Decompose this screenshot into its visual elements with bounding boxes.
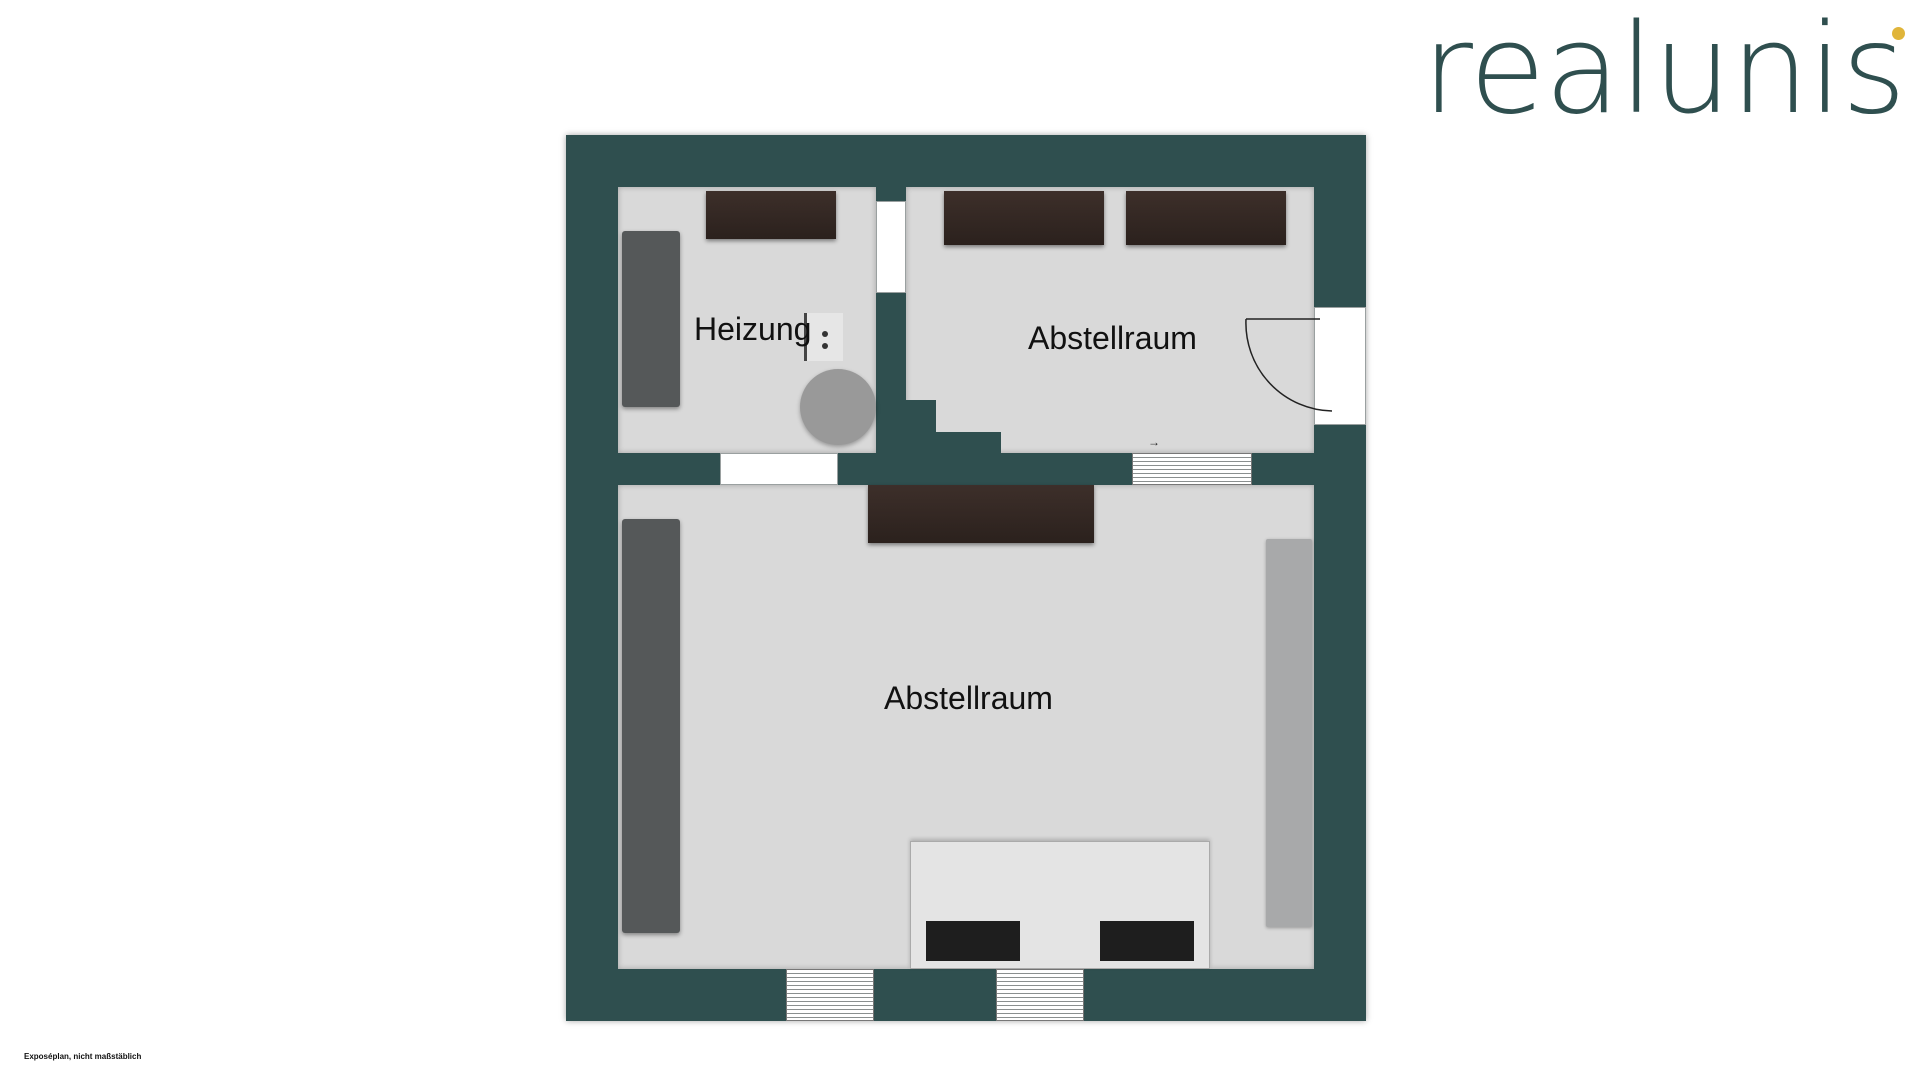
equipment-right xyxy=(1100,921,1194,961)
shelf-upper-1 xyxy=(944,191,1104,245)
footnote: Exposéplan, nicht maßstäblich xyxy=(24,1052,142,1061)
bench-heizung xyxy=(622,231,680,407)
tank-icon xyxy=(800,369,876,445)
window-south-1[interactable] xyxy=(786,969,874,1021)
room-label-abstellraum-lower: Abstellraum xyxy=(884,680,1053,716)
arrow-icon: → xyxy=(1148,435,1160,449)
boiler-icon xyxy=(804,313,843,361)
door-opening-heizung-lower[interactable] xyxy=(720,453,838,485)
shelf-lower xyxy=(868,485,1094,543)
exterior-door-east[interactable] xyxy=(1314,307,1366,425)
room-label-heizung: Heizung xyxy=(694,311,812,347)
door-swing-icon xyxy=(1245,318,1333,412)
brand-logo: realunis xyxy=(1422,0,1906,142)
bench-lower-east xyxy=(1266,539,1312,927)
shelf-upper-2 xyxy=(1126,191,1286,245)
door-opening-heizung[interactable] xyxy=(876,201,906,293)
equipment-left xyxy=(926,921,1020,961)
shelf-heizung xyxy=(706,191,836,239)
brand-logo-dot xyxy=(1892,27,1905,40)
stairs-opening[interactable] xyxy=(1132,453,1252,485)
window-south-2[interactable] xyxy=(996,969,1084,1021)
room-label-abstellraum-upper: Abstellraum xyxy=(1028,320,1197,356)
bench-lower-west xyxy=(622,519,680,933)
wall-notch xyxy=(906,400,936,453)
floor-plan: Heizung Abstellraum → Abstellraum xyxy=(566,135,1366,1021)
wall-notch-step xyxy=(936,432,1001,453)
